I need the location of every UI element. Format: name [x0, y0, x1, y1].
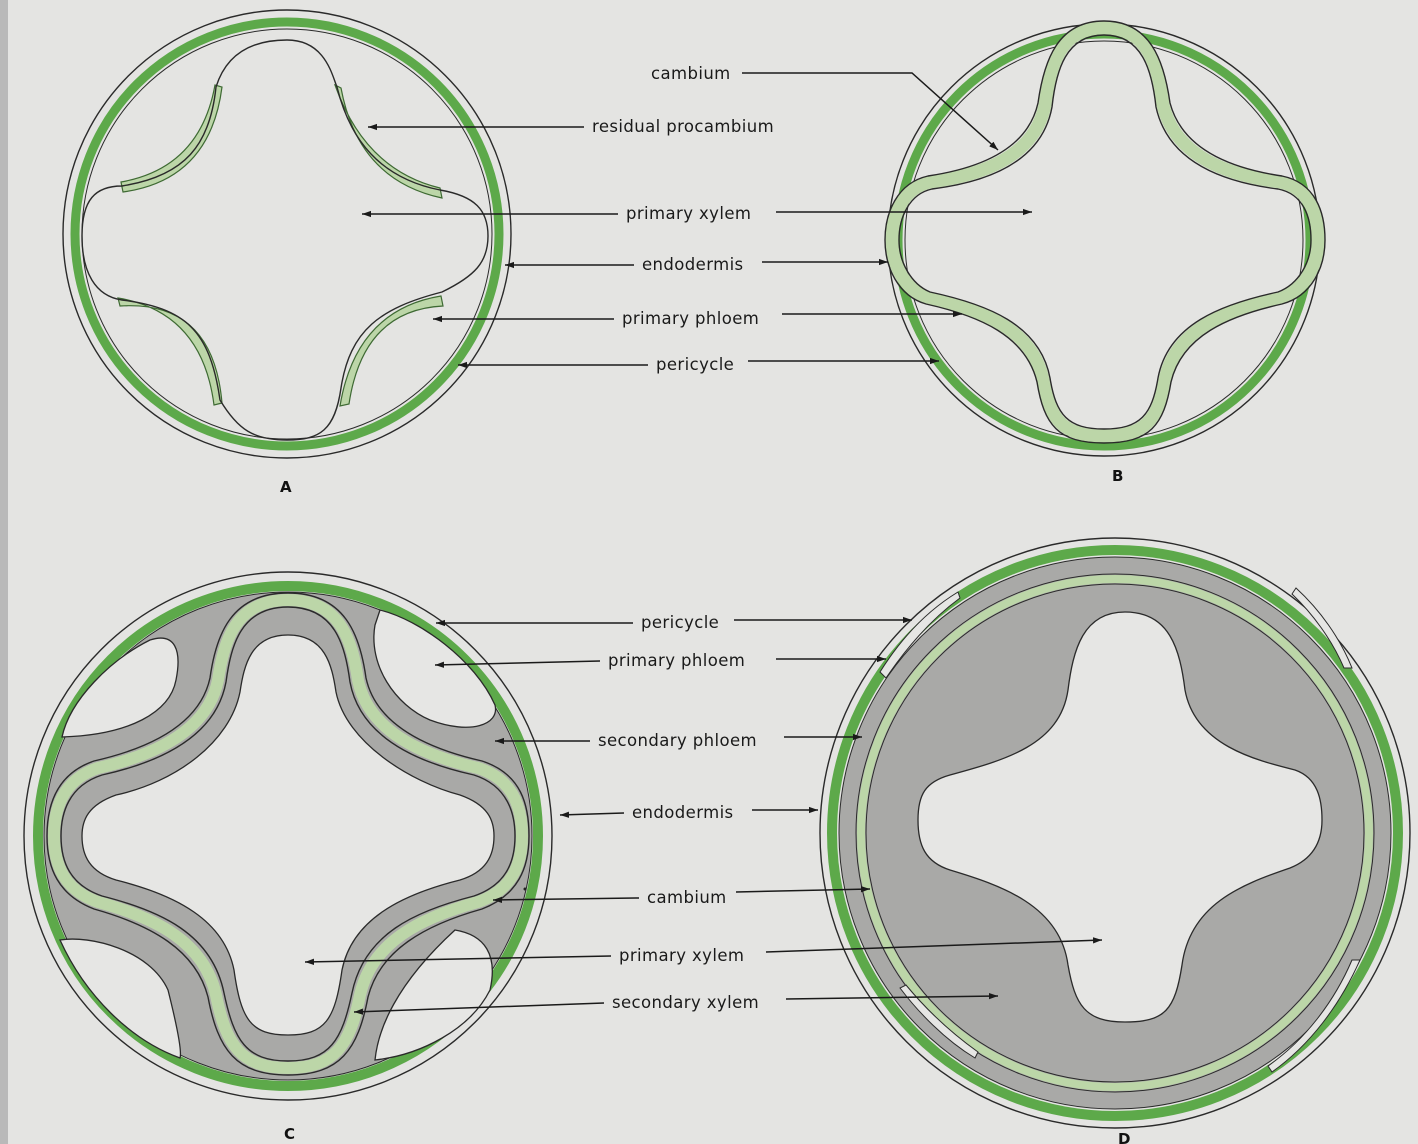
label-endodermis-ab: endodermis [642, 255, 744, 274]
label-primary-phloem-cd: primary phloem [608, 651, 745, 670]
panel-letter-d: D [1118, 1130, 1130, 1144]
label-secondary-xylem-cd: secondary xylem [612, 993, 759, 1012]
label-primary-phloem-ab: primary phloem [622, 309, 759, 328]
label-primary-xylem-cd: primary xylem [619, 946, 744, 965]
label-secondary-phloem-cd: secondary phloem [598, 731, 757, 750]
label-primary-xylem-ab: primary xylem [626, 204, 751, 223]
panel-letter-b: B [1112, 467, 1123, 485]
panel-letter-c: C [284, 1125, 295, 1143]
label-pericycle-cd: pericycle [641, 613, 719, 632]
panel-letter-a: A [280, 478, 292, 496]
label-cambium-cd: cambium [647, 888, 727, 907]
label-endodermis-cd: endodermis [632, 803, 734, 822]
label-cambium-ab: cambium [651, 64, 731, 83]
label-residual-procambium: residual procambium [592, 117, 774, 136]
label-pericycle-ab: pericycle [656, 355, 734, 374]
